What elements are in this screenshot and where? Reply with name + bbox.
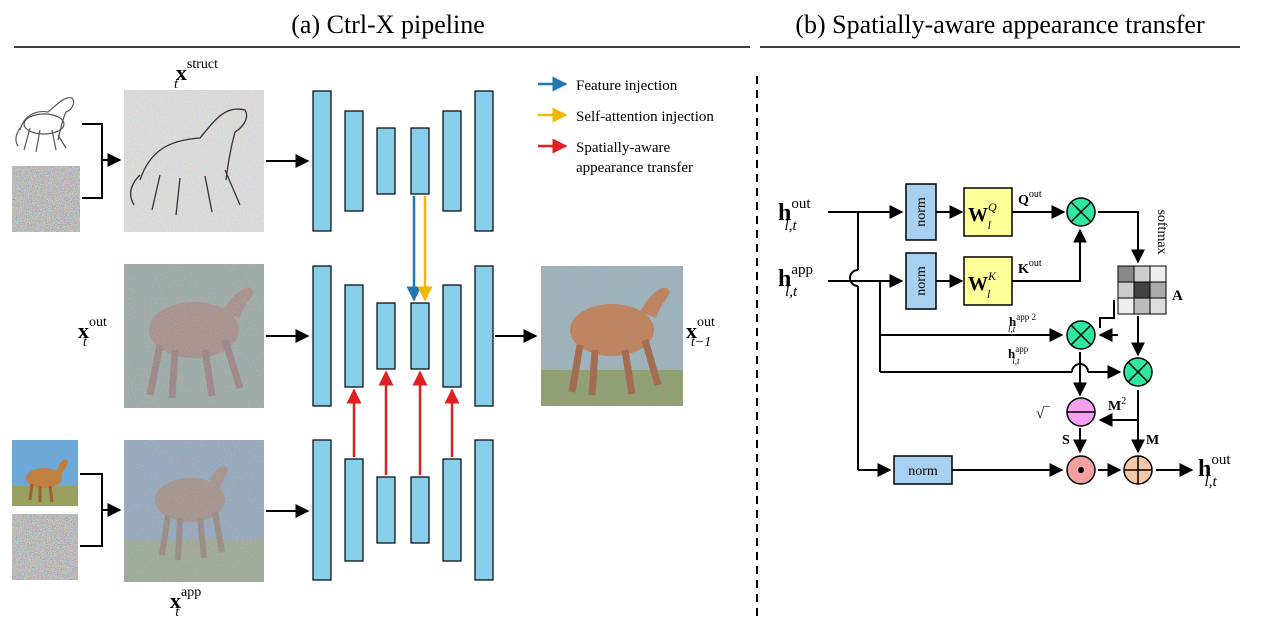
- panel-b-title: (b) Spatially-aware appearance transfer: [795, 10, 1205, 39]
- m2-label: M2: [1108, 396, 1126, 414]
- a-label: A: [1172, 288, 1183, 304]
- norm-box-bottom: norm: [893, 455, 953, 485]
- legend-spatial-label-1: Spatially-aware: [576, 140, 670, 156]
- unet-output: [312, 265, 494, 407]
- oplus-node: [1123, 455, 1153, 485]
- norm-label-bottom: norm: [908, 464, 938, 479]
- legend-self-attention-label: Self-attention injection: [576, 109, 714, 125]
- sketch-horse-image: [12, 88, 82, 156]
- unet-appearance: [312, 439, 494, 581]
- x-out-image: [124, 264, 264, 408]
- legend-spatial-label-2: appearance transfer: [576, 160, 693, 176]
- otimes-node-middle: [1066, 320, 1096, 350]
- norm-box-app: norm: [905, 252, 937, 310]
- panel-b-wires: [828, 205, 1194, 477]
- sqrt-symbol: √‾: [1036, 406, 1050, 422]
- panel-a-title: (a) Ctrl-X pipeline: [291, 10, 485, 39]
- noise-texture-bottom: [12, 514, 78, 580]
- noise-texture-top: [12, 166, 80, 232]
- k-out-label: Kout: [1018, 258, 1042, 277]
- otimes-node-lower: [1123, 357, 1153, 387]
- merge-bracket-bottom: [80, 473, 103, 547]
- softmax-label: softmax: [1154, 209, 1169, 254]
- x-struct-image: [124, 90, 264, 232]
- x-final-image: [541, 266, 683, 406]
- appearance-photo: [12, 440, 78, 506]
- otimes-node-top: [1066, 197, 1096, 227]
- odot-node: [1066, 455, 1096, 485]
- sqrt-minus-node: [1066, 397, 1096, 427]
- x-app-image: [124, 440, 264, 582]
- legend-feature-label: Feature injection: [576, 78, 678, 94]
- s-label: S: [1062, 433, 1070, 448]
- legend: Feature injection Self-attention injecti…: [538, 76, 714, 176]
- norm-label-app: norm: [914, 266, 929, 296]
- norm-label-out: norm: [914, 197, 929, 227]
- unet-structure: [312, 90, 494, 232]
- m-label: M: [1146, 433, 1159, 448]
- q-out-label: Qout: [1018, 189, 1042, 208]
- attention-matrix: [1117, 265, 1167, 315]
- norm-box-out: norm: [905, 183, 937, 241]
